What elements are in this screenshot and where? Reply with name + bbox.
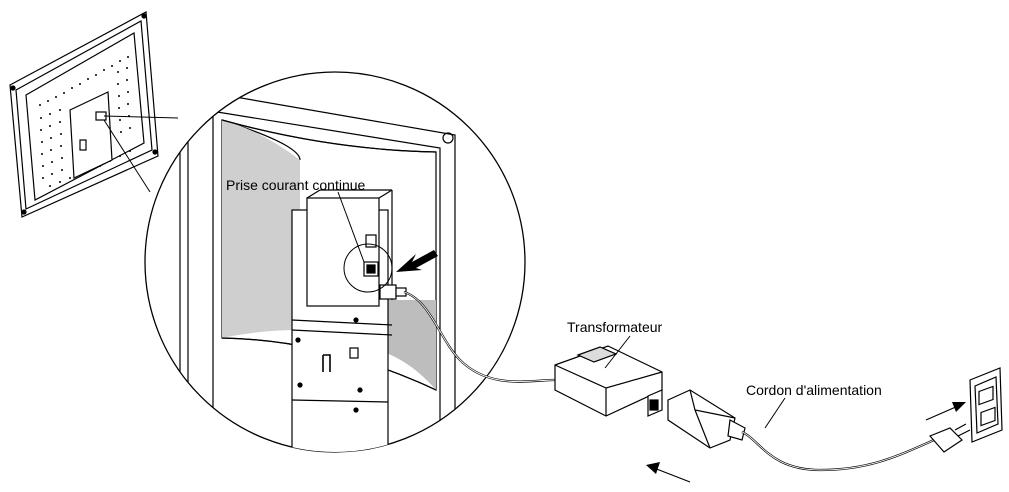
magnify-lines	[103, 115, 179, 193]
wall-outlet	[969, 367, 1003, 443]
dc-socket-leader	[337, 191, 365, 263]
transformer-leader	[604, 335, 631, 369]
arrow-to-outlet-icon	[925, 402, 966, 421]
transformer-label: Transformateur	[567, 319, 663, 335]
stand-slot	[79, 139, 87, 151]
power-cord-label: Cordon d'alimentation	[746, 382, 882, 398]
transformer-adapter	[554, 345, 663, 417]
dc-socket-label: Prise courant continue	[226, 177, 366, 193]
power-cord	[667, 389, 971, 472]
socket-highlight-circle	[343, 243, 393, 293]
power-cord-leader	[764, 397, 786, 429]
monitor-rear-view	[9, 11, 159, 218]
arrow-bottom-icon	[646, 462, 691, 483]
arrow-to-socket-icon	[396, 250, 438, 272]
